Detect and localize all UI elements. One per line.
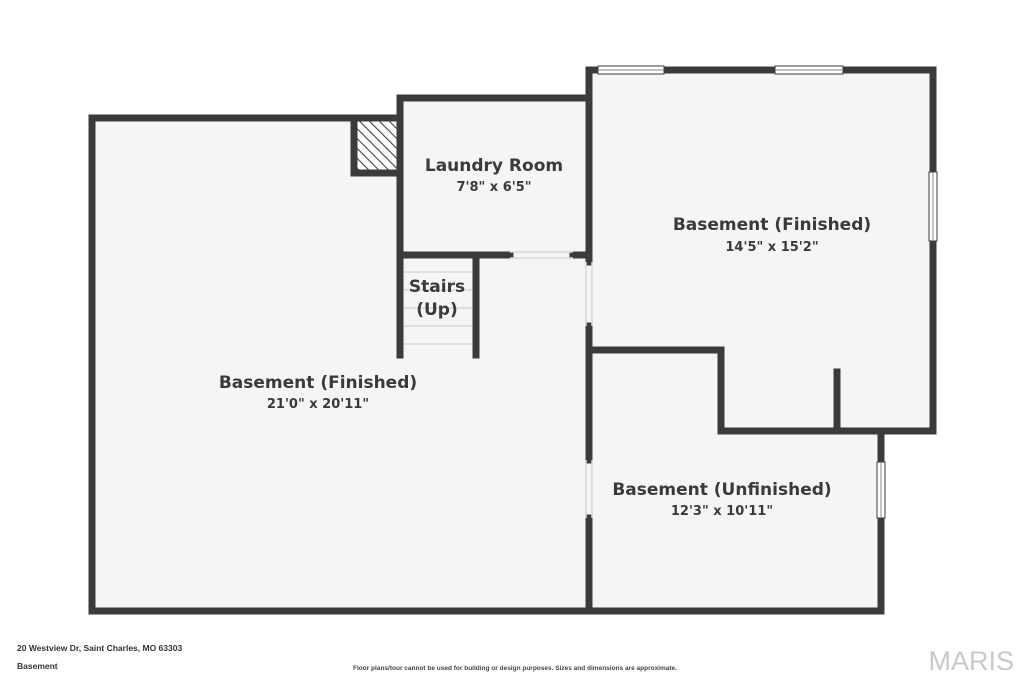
floor-laundry xyxy=(400,98,589,255)
disclaimer-text: Floor plans/tour cannot be used for buil… xyxy=(353,665,677,672)
property-address: 20 Westview Dr, Saint Charles, MO 63303 xyxy=(17,643,183,653)
label-stairs-line2: (Up) xyxy=(416,300,458,320)
floor-areas xyxy=(92,70,933,611)
label-laundry-dims: 7'8" x 6'5" xyxy=(456,180,531,195)
window-right-side xyxy=(928,171,938,242)
maris-logo: MARIS xyxy=(928,646,1014,676)
window-top-right xyxy=(774,65,844,75)
floor-basement-unfinished xyxy=(589,350,881,611)
chimney-column xyxy=(350,114,404,177)
floor-level-label: Basement xyxy=(17,661,58,671)
label-basement-right-name: Basement (Finished) xyxy=(673,215,871,235)
label-stairs-line1: Stairs xyxy=(409,277,465,297)
stair-treads xyxy=(404,271,472,345)
label-basement-unfinished-dims: 12'3" x 10'11" xyxy=(671,504,773,519)
window-unfinished xyxy=(876,461,886,519)
label-basement-right-dims: 14'5" x 15'2" xyxy=(725,240,818,255)
label-basement-unfinished-name: Basement (Unfinished) xyxy=(612,480,831,500)
label-basement-left-name: Basement (Finished) xyxy=(219,373,417,393)
floor-basement-right xyxy=(589,70,933,431)
openings xyxy=(510,251,593,518)
label-laundry-name: Laundry Room xyxy=(425,156,563,176)
walls xyxy=(88,66,937,615)
floor-basement-left xyxy=(92,118,589,611)
label-basement-left-dims: 21'0" x 20'11" xyxy=(267,397,369,412)
window-top-left xyxy=(597,65,665,75)
windows xyxy=(597,65,938,519)
